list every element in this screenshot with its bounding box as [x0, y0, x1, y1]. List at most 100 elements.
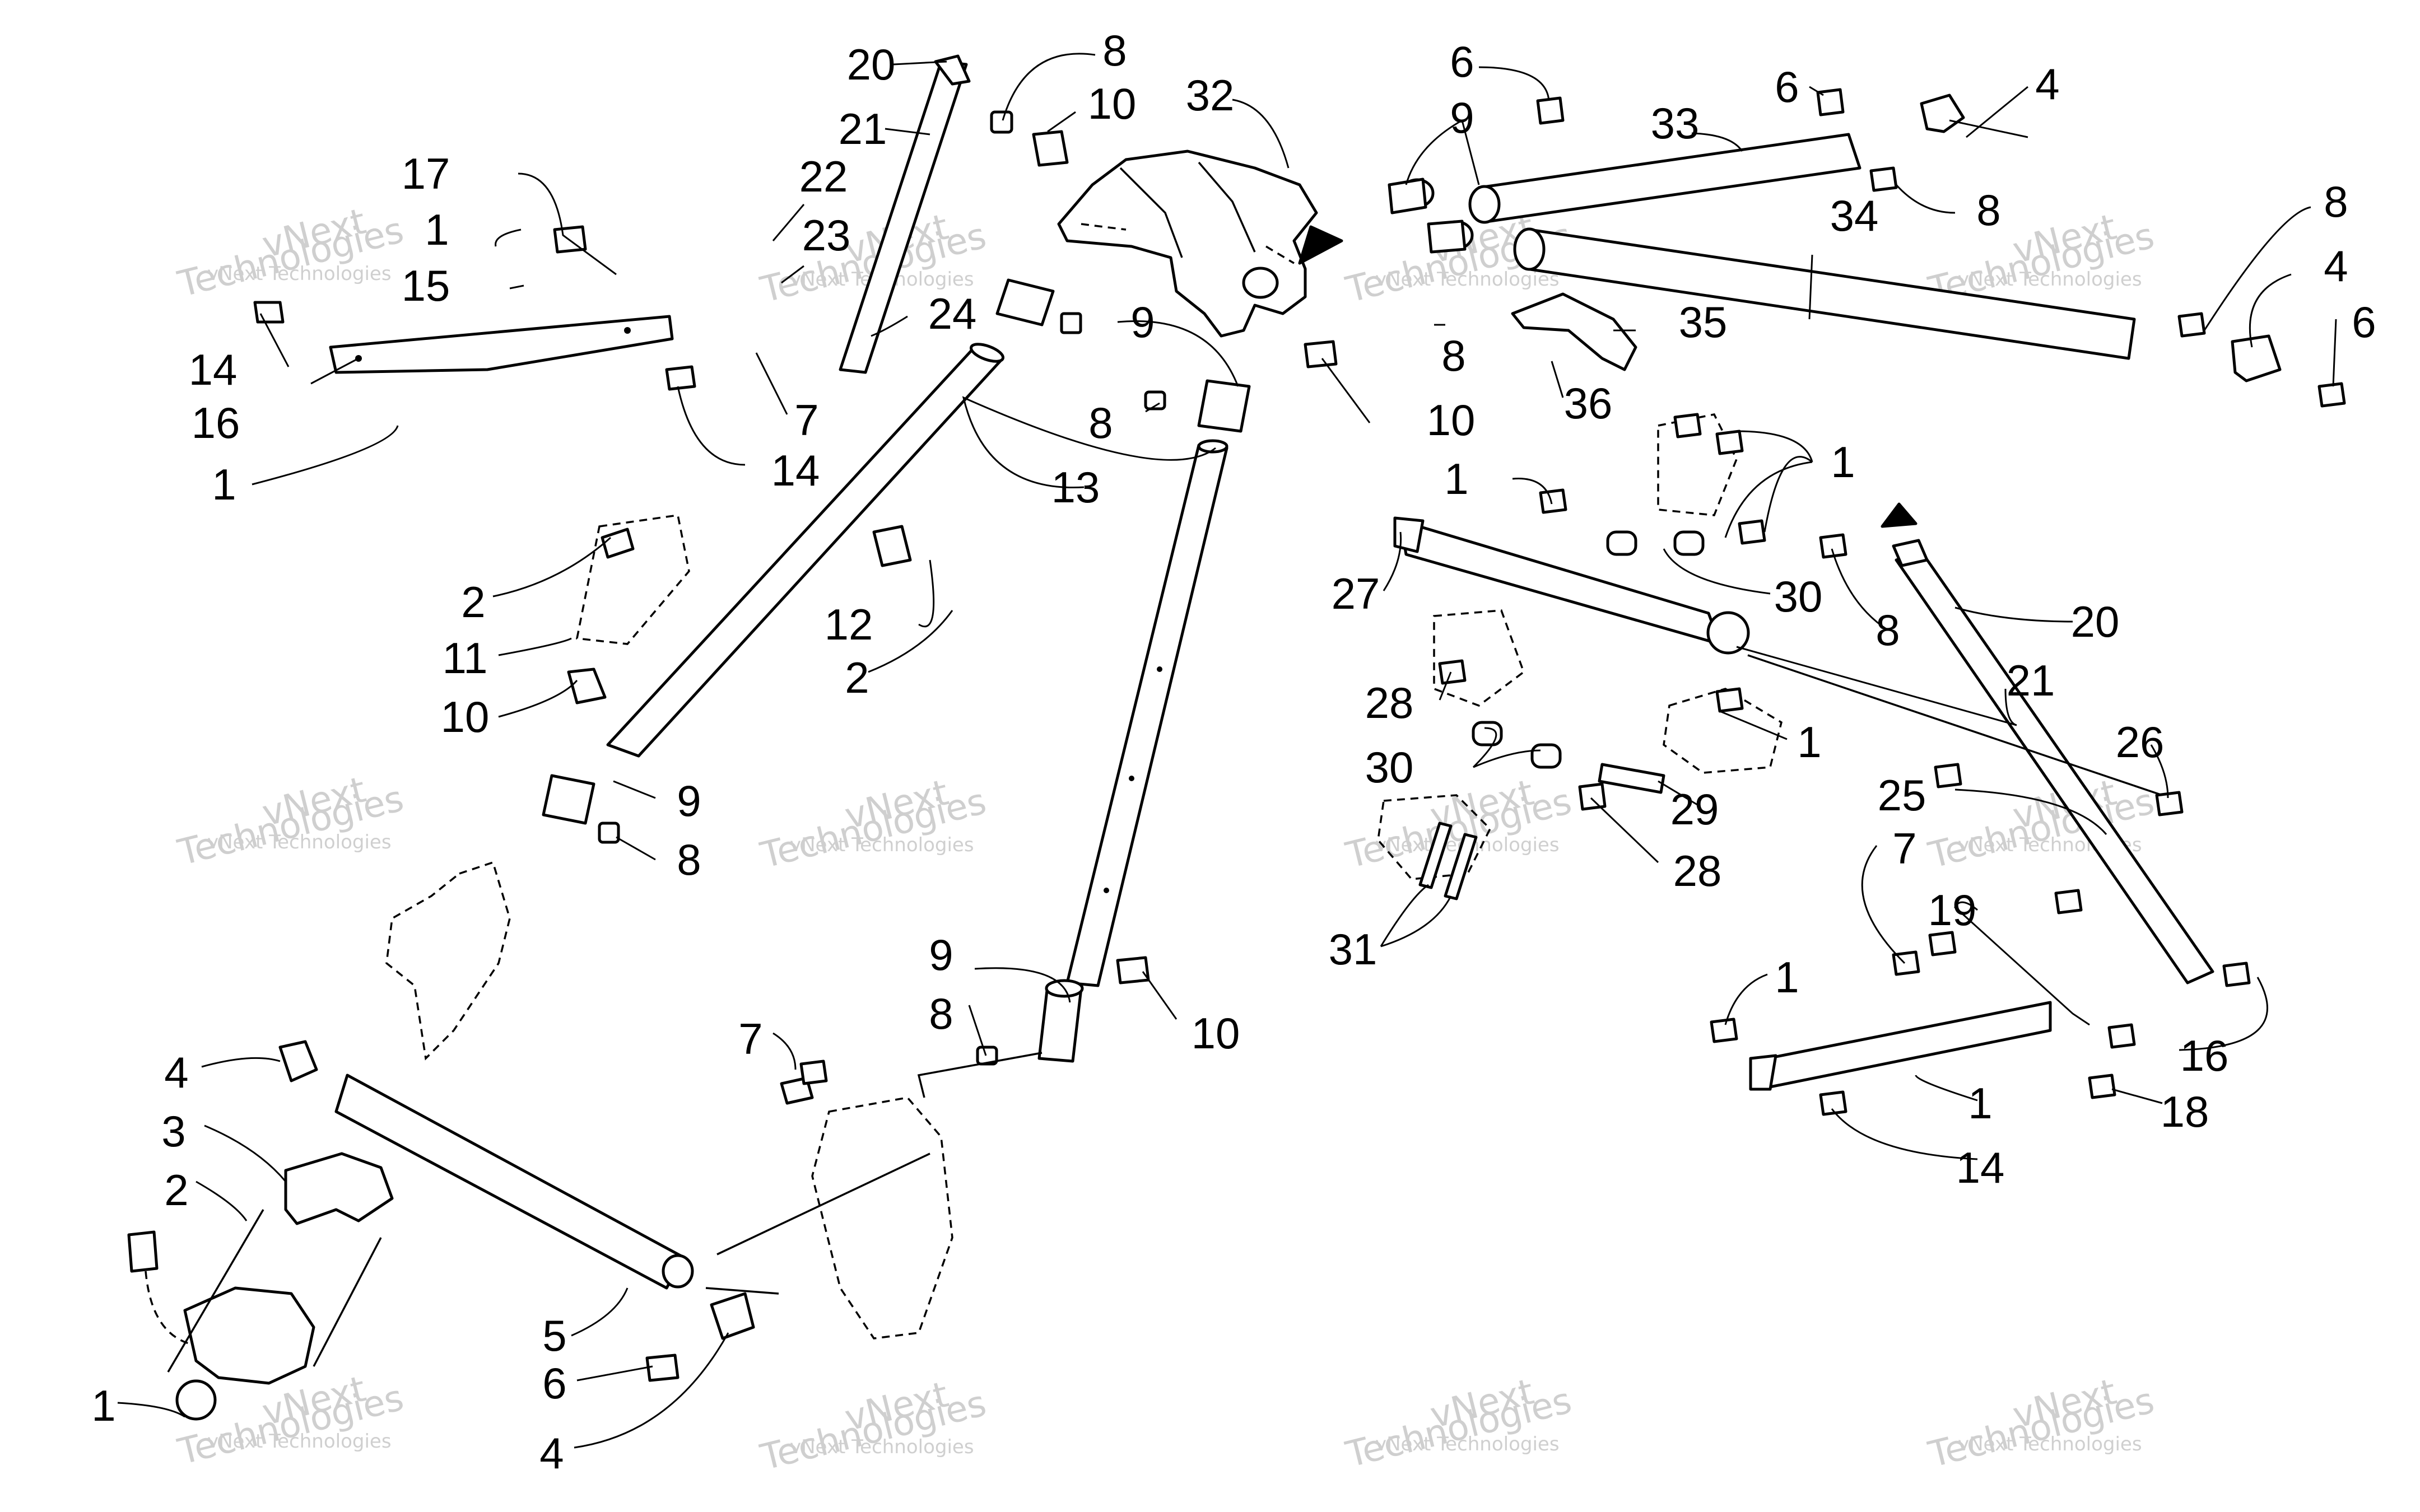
callout-number: 21 — [2007, 656, 2055, 705]
callout-number: 8 — [1102, 26, 1127, 75]
callout-number: 29 — [1670, 785, 1719, 834]
fastener-group — [253, 88, 2346, 1382]
callout-number: 14 — [189, 345, 238, 394]
callout-number: 11 — [443, 633, 488, 683]
nut-group — [598, 110, 1166, 1066]
callout-number: 10 — [1088, 79, 1137, 128]
callout-number: 28 — [1365, 678, 1414, 727]
callout-number: 16 — [2180, 1031, 2229, 1080]
svg-text:vNext Technologies: vNext Technologies — [790, 834, 974, 856]
callout-number: 5 — [542, 1311, 566, 1360]
callout-number: 27 — [1332, 569, 1380, 618]
svg-text:vNext Technologies: vNext Technologies — [207, 831, 392, 853]
callout-number: 6 — [1450, 37, 1474, 86]
svg-text:vNext Technologies: vNext Technologies — [207, 1430, 392, 1453]
callout-number: 3 — [161, 1107, 185, 1156]
callout-number: 34 — [1830, 191, 1879, 240]
callout-number: 1 — [91, 1381, 115, 1430]
callout-number: 6 — [2352, 297, 2376, 347]
mount-bracket — [284, 1152, 394, 1225]
callout-number: 20 — [2071, 597, 2120, 646]
crossbar — [1399, 519, 1721, 646]
callout-number: 4 — [2035, 59, 2059, 109]
callout-number: 2 — [845, 653, 869, 702]
callout-number: 2 — [461, 577, 485, 627]
callout-number: 1 — [1831, 437, 1855, 487]
callout-number: 9 — [677, 776, 701, 825]
callout-number: 1 — [212, 460, 236, 509]
right-lower-arm — [1752, 1001, 2052, 1091]
left-upper-arm — [329, 315, 674, 374]
svg-text:vNext Technologies: vNext Technologies — [790, 1436, 974, 1458]
callout-number: 21 — [839, 104, 887, 153]
callout-number: 7 — [738, 1014, 762, 1063]
callout-number: 1 — [425, 205, 449, 254]
callout-number: 23 — [802, 211, 851, 260]
callout-number: 8 — [2324, 177, 2348, 226]
lower-brace-tube — [334, 1074, 685, 1290]
leader-lines — [117, 53, 2337, 1449]
callout-number: 8 — [1976, 185, 2000, 235]
callout-number: 30 — [1774, 572, 1823, 621]
callout-number: 1 — [1968, 1079, 1992, 1128]
svg-text:vNext Technologies: vNext Technologies — [1958, 1433, 2142, 1455]
callout-number: 10 — [1192, 1009, 1240, 1058]
callout-number: 15 — [402, 261, 450, 310]
callout-number: 32 — [1186, 71, 1235, 120]
callout-number: 6 — [542, 1359, 566, 1408]
steering-tube-lower — [1065, 444, 1228, 987]
steering-column-parts — [127, 54, 2346, 1421]
callout-number: 35 — [1679, 297, 1728, 347]
callout-number: 25 — [1878, 771, 1926, 820]
callout-number: 28 — [1673, 846, 1722, 895]
callout-number: 1 — [1444, 454, 1468, 503]
steering-support-housing — [1057, 150, 1318, 338]
callout-number: 4 — [2324, 241, 2348, 291]
callout-number: 7 — [1892, 824, 1916, 873]
callout-number: 10 — [441, 692, 490, 741]
callout-number: 33 — [1651, 99, 1700, 148]
callout-number: 7 — [794, 395, 818, 445]
svg-text:vNext Technologies: vNext Technologies — [1375, 268, 1560, 291]
callout-number: 6 — [1775, 62, 1799, 111]
callout-number: 4 — [164, 1048, 188, 1097]
callout-number: 14 — [1956, 1143, 2005, 1192]
callout-number: 36 — [1564, 379, 1613, 428]
callout-number: 8 — [1441, 331, 1465, 380]
callout-number: 1 — [1775, 953, 1799, 1002]
callout-number: 24 — [928, 289, 977, 338]
svg-text:vNext Technologies: vNext Technologies — [207, 263, 392, 285]
callout-number: 20 — [847, 40, 896, 89]
brace-clip — [1511, 292, 1637, 371]
callout-number: 16 — [192, 398, 240, 447]
callout-number: 26 — [2116, 717, 2165, 767]
callout-number: 14 — [771, 446, 820, 495]
callout-number: 9 — [929, 930, 953, 979]
callout-number: 9 — [1450, 93, 1474, 142]
callout-number: 1 — [1797, 717, 1821, 767]
callout-number: 17 — [402, 149, 450, 198]
callout-number: 12 — [825, 600, 873, 649]
callout-number: 19 — [1928, 885, 1977, 935]
svg-text:vNext Technologies: vNext Technologies — [1958, 268, 2142, 291]
callout-number: 8 — [1876, 605, 1900, 655]
callout-number: 4 — [539, 1429, 564, 1478]
callout-number: 10 — [1427, 395, 1476, 445]
sensor-motor — [183, 1286, 315, 1385]
callout-number: 22 — [799, 152, 848, 201]
callout-number: 18 — [2161, 1087, 2209, 1136]
callout-number: 8 — [929, 989, 953, 1038]
callout-number: 13 — [1051, 463, 1100, 512]
callout-number: 30 — [1365, 743, 1414, 792]
callout-number: 2 — [164, 1165, 188, 1215]
callout-number: 8 — [677, 835, 701, 884]
callout-number: 31 — [1329, 925, 1377, 974]
